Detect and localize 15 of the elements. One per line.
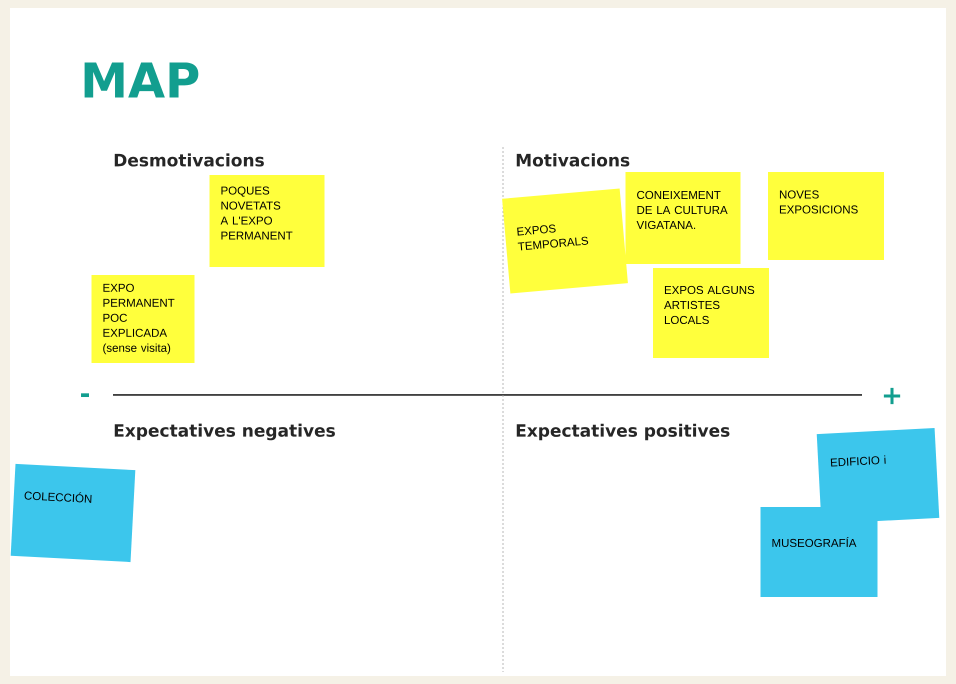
sticky-note: POQUES NOVETATS A L'EXPO PERMANENT <box>210 174 324 267</box>
title: MAP <box>84 62 198 98</box>
sticky-note: EDIFICIO i <box>816 428 940 524</box>
quadrant-heading: Expectatives negatives <box>114 424 335 440</box>
axis-sign: - <box>81 393 89 398</box>
quadrant-heading: Desmotivacions <box>114 153 264 167</box>
quadrant-heading: Expectatives positives <box>516 424 730 440</box>
sticky-note: EXPOS TEMPORALS <box>502 188 628 294</box>
sticky-note: EXPOS ALGUNS ARTISTES LOCALS <box>653 268 769 358</box>
sticky-note: NOVES EXPOSICIONS <box>768 172 884 260</box>
sticky-note: MUSEOGRAFÍA <box>760 506 878 597</box>
quadrant-heading: Motivacions <box>516 153 630 167</box>
sticky-note: EXPO PERMANENT POC EXPLICADA (sense visita) <box>92 274 194 363</box>
sticky-note: CONEIXEMENT DE LA CULTURA VIGATANA. <box>626 172 740 264</box>
axis-sign: + <box>884 388 900 404</box>
